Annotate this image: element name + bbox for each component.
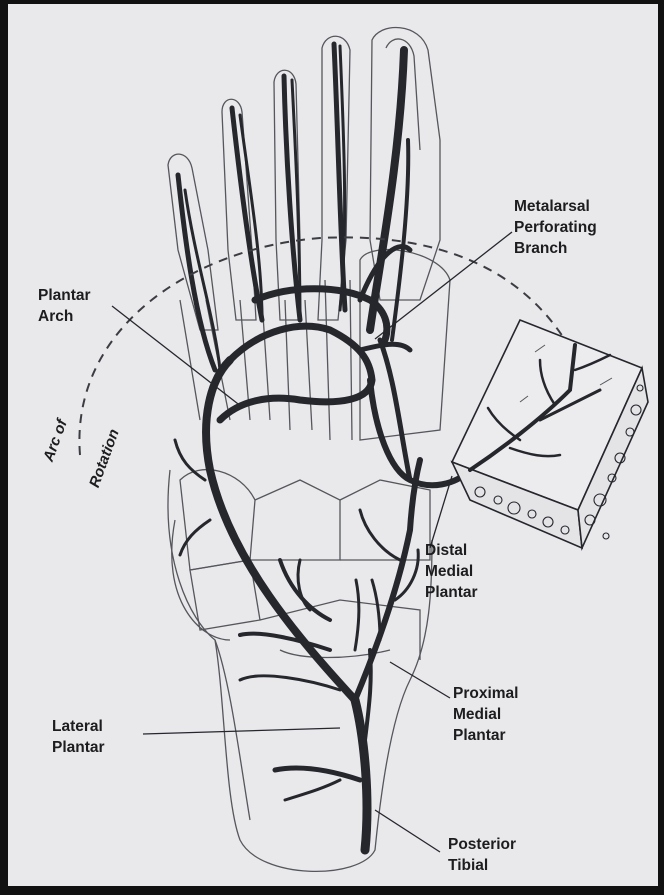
label-proximal-medial-plantar: Proximal Medial Plantar xyxy=(453,683,518,746)
label-distal-medial-plantar: Distal Medial Plantar xyxy=(425,540,478,603)
label-line: Branch xyxy=(514,238,597,259)
label-line: Plantar xyxy=(453,725,518,746)
label-line: Proximal xyxy=(453,683,518,704)
label-line: Distal xyxy=(425,540,478,561)
label-line: Plantar xyxy=(38,285,91,306)
label-line: Medial xyxy=(425,561,478,582)
label-plantar-arch: Plantar Arch xyxy=(38,285,91,327)
label-line: Arch xyxy=(38,306,91,327)
label-line: Plantar xyxy=(52,737,105,758)
label-line: Lateral xyxy=(52,716,105,737)
label-line: Perforating xyxy=(514,217,597,238)
label-line: Plantar xyxy=(425,582,478,603)
label-metatarsal-perforating-branch: Metalarsal Perforating Branch xyxy=(514,196,597,259)
label-posterior-tibial: Posterior Tibial xyxy=(448,834,516,876)
label-line: Metalarsal xyxy=(514,196,597,217)
label-line: Posterior xyxy=(448,834,516,855)
label-lateral-plantar: Lateral Plantar xyxy=(52,716,105,758)
label-line: Tibial xyxy=(448,855,516,876)
label-line: Medial xyxy=(453,704,518,725)
